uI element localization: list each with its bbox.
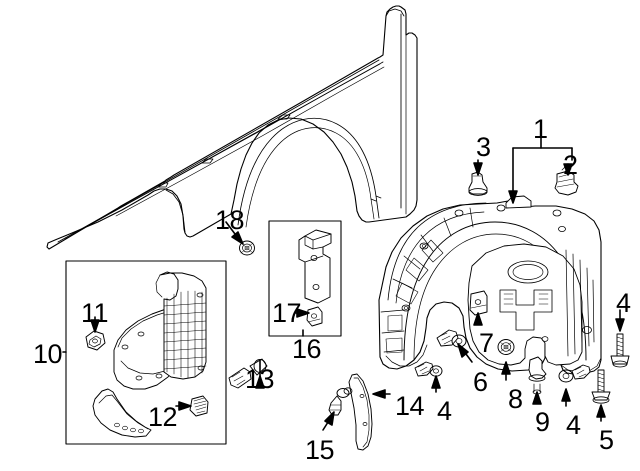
bracket-box	[268, 220, 342, 337]
bracket-clip-7	[469, 290, 488, 316]
retainer-clip-2	[554, 165, 579, 196]
push-pin-3	[468, 171, 488, 196]
callout-2: 2	[563, 150, 578, 180]
lower-deflector-part	[92, 388, 152, 438]
callout-8: 8	[508, 384, 523, 414]
clip-17	[306, 306, 323, 327]
callout-11: 11	[81, 298, 109, 328]
screw-4-lower-mid	[558, 364, 591, 383]
callout-6: 6	[473, 367, 488, 397]
callout-7: 7	[479, 328, 494, 358]
splash-shield-part	[113, 271, 207, 390]
push-pin-9	[528, 356, 547, 395]
screw-6	[436, 329, 467, 348]
callout-18: 18	[215, 205, 245, 235]
callout-5: 5	[599, 425, 614, 455]
trim-strip-14	[348, 373, 373, 451]
callout-15: 15	[305, 435, 335, 465]
callout-3: 3	[476, 132, 491, 162]
clip-12	[189, 395, 209, 417]
callout-14: 14	[395, 391, 425, 421]
callout-12: 12	[148, 402, 178, 432]
wheelhouse-liner-assembly	[378, 195, 602, 375]
fender-mount-bracket	[298, 229, 332, 304]
nut-18	[239, 240, 255, 256]
leader-lines	[62, 137, 625, 431]
callout-13: 13	[245, 364, 275, 394]
screw-4-right	[610, 333, 630, 368]
callout-4-lower-left: 4	[437, 396, 452, 426]
callout-16: 16	[292, 334, 322, 364]
washer-screw-5	[591, 369, 611, 404]
callout-9: 9	[535, 407, 550, 437]
rivet-15	[328, 387, 353, 416]
callout-4-right: 4	[616, 288, 631, 318]
nut-8	[497, 339, 515, 355]
screw-4-lower-left	[414, 361, 443, 377]
callout-17: 17	[272, 298, 302, 328]
callout-1: 1	[533, 114, 548, 144]
splash-shield-box	[65, 260, 227, 445]
front-fender-panel	[46, 5, 418, 250]
bolt-13	[228, 358, 268, 389]
callout-4-lower-mid: 4	[566, 410, 581, 440]
callout-10: 10	[33, 339, 63, 369]
